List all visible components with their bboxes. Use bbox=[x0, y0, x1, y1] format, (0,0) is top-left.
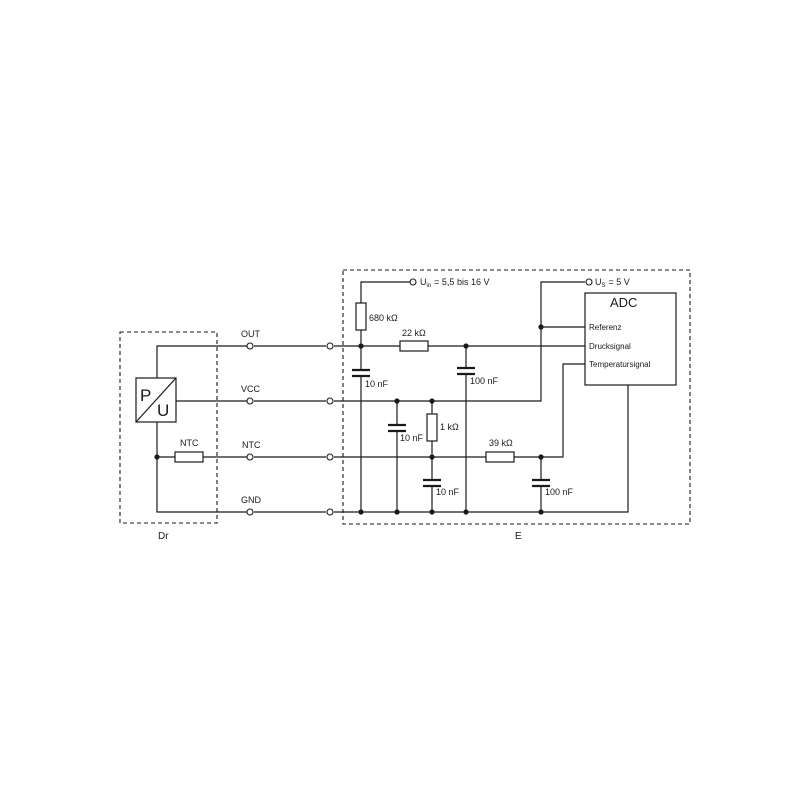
us-supply-terminal bbox=[585, 278, 593, 286]
adc-input-temperatursignal: Temperatursignal bbox=[589, 360, 651, 369]
electronics-module-e: E bbox=[342, 269, 691, 542]
capacitor-10nf-temp-label: 10 nF bbox=[436, 487, 460, 497]
capacitor-10nf-out-label: 10 nF bbox=[365, 379, 389, 389]
sensor-module-label: Dr bbox=[158, 531, 169, 542]
pressure-transducer: P U bbox=[135, 377, 177, 423]
transducer-u-label: U bbox=[157, 401, 169, 420]
capacitor-100nf-temp-label: 100 nF bbox=[545, 487, 574, 497]
capacitor-10nf-temp: 10 nF bbox=[423, 457, 460, 512]
ntc-thermistor-label: NTC bbox=[180, 438, 199, 448]
uin-supply-label: Uin= 5,5 bis 16 V bbox=[420, 277, 489, 289]
vcc-line-label: VCC bbox=[241, 384, 261, 394]
connector-lines bbox=[254, 345, 326, 513]
gnd-line-label: GND bbox=[241, 495, 262, 505]
uin-supply-branch bbox=[360, 278, 417, 346]
resistor-39k: 39 kΩ bbox=[485, 438, 515, 463]
transducer-p-label: P bbox=[140, 386, 151, 405]
resistor-680k: 680 kΩ bbox=[355, 302, 398, 331]
us-supply-label: US= 5 V bbox=[595, 277, 630, 289]
capacitor-100nf-out-label: 100 nF bbox=[470, 376, 499, 386]
sensor-wiring bbox=[154, 345, 250, 513]
resistor-1k-label: 1 kΩ bbox=[440, 422, 459, 432]
capacitor-100nf-out: 100 nF bbox=[457, 346, 499, 512]
resistor-680k-label: 680 kΩ bbox=[369, 313, 398, 323]
capacitor-10nf-out: 10 nF bbox=[352, 346, 389, 512]
sensor-module-dr: Dr bbox=[119, 331, 218, 542]
out-line-label: OUT bbox=[241, 329, 261, 339]
gnd-rail bbox=[334, 385, 629, 513]
resistor-22k-label: 22 kΩ bbox=[402, 328, 426, 338]
junction-dots bbox=[358, 324, 544, 515]
connector-terminals bbox=[246, 342, 334, 516]
capacitor-100nf-temp: 100 nF bbox=[532, 457, 574, 512]
ntc-thermistor: NTC bbox=[174, 438, 204, 463]
electronics-module-label: E bbox=[515, 531, 522, 542]
ntc-line-label: NTC bbox=[242, 440, 261, 450]
resistor-22k: 22 kΩ bbox=[399, 328, 429, 352]
out-signal-path bbox=[334, 342, 592, 350]
adc-block: ADC Referenz Drucksignal Temperatursigna… bbox=[584, 292, 677, 386]
adc-input-drucksignal: Drucksignal bbox=[589, 342, 631, 351]
capacitor-10nf-vcc: 10 nF bbox=[388, 401, 424, 512]
capacitor-10nf-vcc-label: 10 nF bbox=[400, 433, 424, 443]
resistor-39k-label: 39 kΩ bbox=[489, 438, 513, 448]
resistor-1k: 1 kΩ bbox=[426, 401, 459, 457]
adc-title: ADC bbox=[610, 295, 637, 310]
adc-input-referenz: Referenz bbox=[589, 323, 621, 332]
